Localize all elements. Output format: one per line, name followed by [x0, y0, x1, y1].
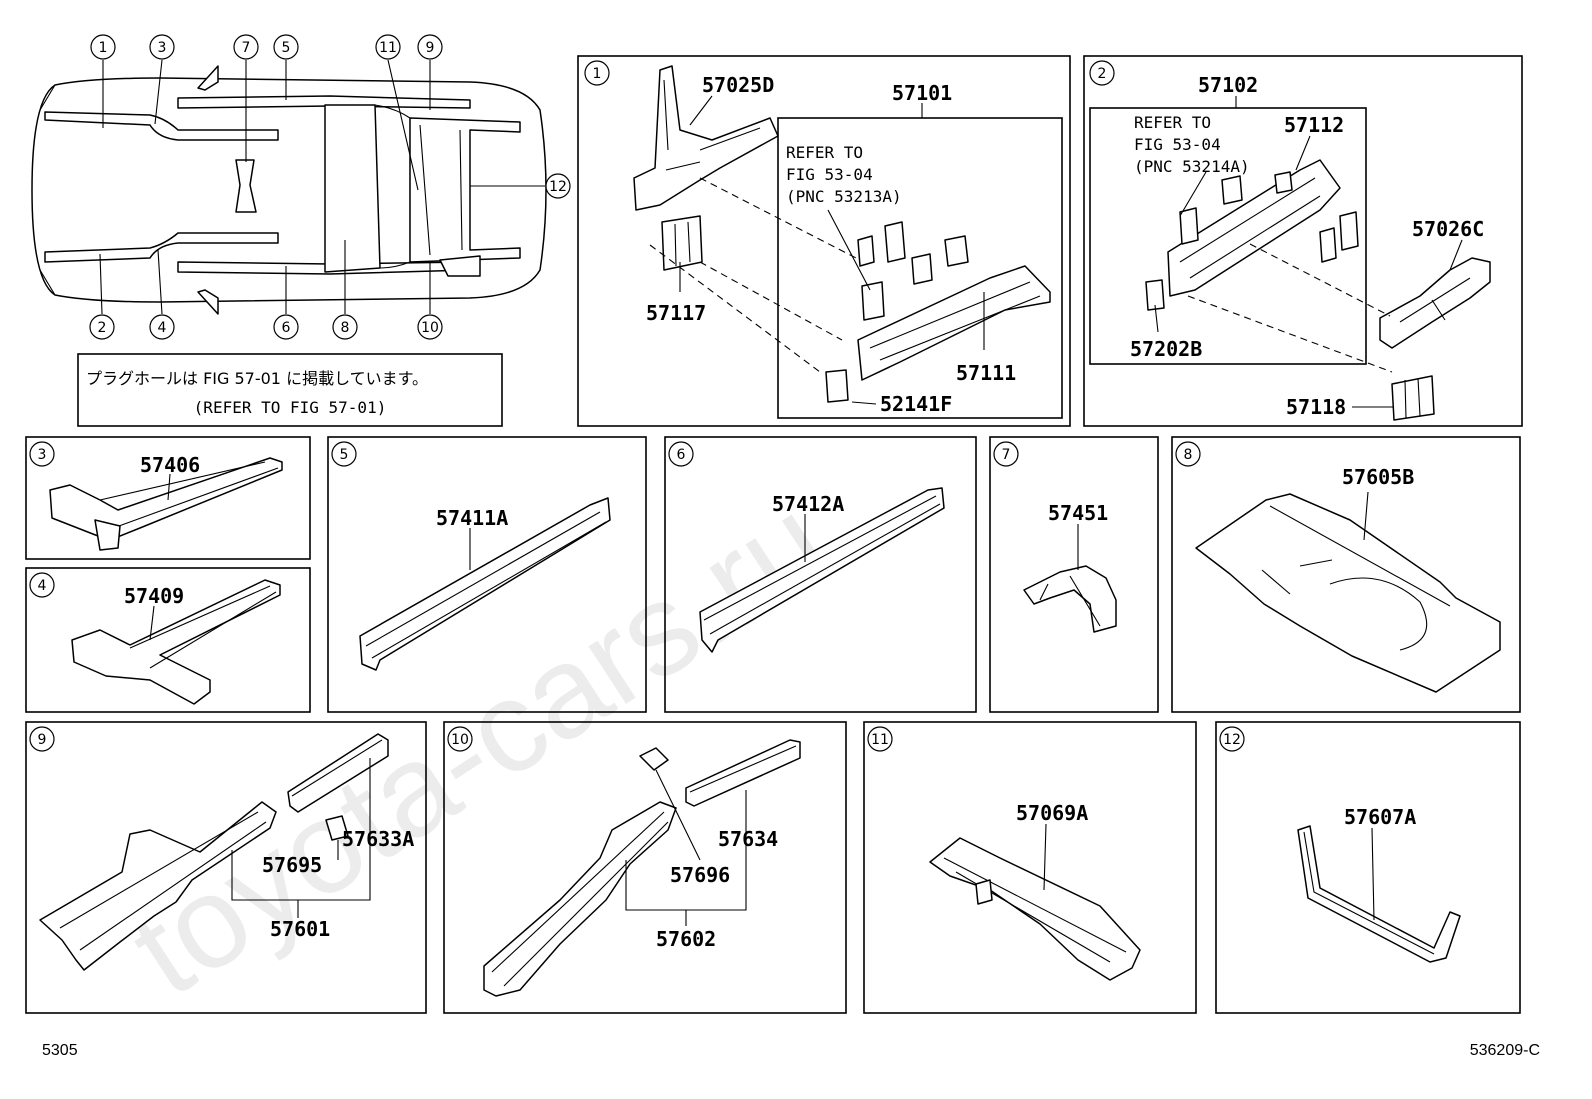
overview-callout-10: 10	[417, 314, 443, 340]
refer-note-line-2: FIG 53-04	[1134, 135, 1221, 154]
svg-text:3: 3	[158, 40, 167, 56]
overview-callout-2: 2	[89, 314, 115, 340]
overview-callout-12: 12	[545, 173, 571, 199]
overview-callout-5: 5	[273, 34, 299, 60]
svg-text:5: 5	[340, 447, 349, 463]
overview-callout-9: 9	[417, 34, 443, 60]
svg-text:6: 6	[677, 447, 686, 463]
svg-text:12: 12	[549, 179, 567, 195]
svg-text:5: 5	[282, 40, 291, 56]
panel-12: 12 57607A	[1215, 721, 1521, 1014]
part-57695: 57695	[262, 853, 322, 877]
part-57607A: 57607A	[1344, 805, 1416, 829]
part-57111: 57111	[956, 361, 1016, 385]
part-57406: 57406	[140, 453, 200, 477]
svg-text:1: 1	[99, 40, 108, 56]
svg-text:7: 7	[242, 40, 251, 56]
refer-note-line-2: FIG 53-04	[786, 165, 873, 184]
svg-text:8: 8	[1184, 447, 1193, 463]
overview-callout-3: 3	[149, 34, 175, 60]
part-57069A: 57069A	[1016, 801, 1088, 825]
plug-hole-note: プラグホールは FIG 57-01 に掲載しています。 (REFER TO FI…	[77, 353, 503, 427]
note-japanese: プラグホールは FIG 57-01 に掲載しています。	[86, 369, 428, 388]
overview-callout-11: 11	[375, 34, 401, 60]
footer-figure-code: 536209-C	[1470, 1042, 1540, 1059]
svg-text:3: 3	[38, 447, 47, 463]
vehicle-overview: 1 3 7 5 11 9 2 4 6 8 10 12	[31, 34, 571, 340]
part-57117: 57117	[646, 301, 706, 325]
panel-11: 11 57069A	[863, 721, 1197, 1014]
part-57025D: 57025D	[702, 73, 774, 97]
part-57026C: 57026C	[1412, 217, 1484, 241]
part-57601: 57601	[270, 917, 330, 941]
part-57101: 57101	[892, 81, 952, 105]
panel-10: 10 57696 57634 57602	[443, 721, 847, 1014]
part-57202B: 57202B	[1130, 337, 1202, 361]
panel-8: 8 57605B	[1171, 436, 1521, 713]
note-english: (REFER TO FIG 57-01)	[194, 398, 387, 417]
part-57634: 57634	[718, 827, 778, 851]
refer-note-line-1: REFER TO	[1134, 113, 1211, 132]
refer-note-line-1: REFER TO	[786, 143, 863, 162]
svg-text:8: 8	[341, 320, 350, 336]
panel-9: 9 57633A 57695 57601	[25, 721, 427, 1014]
svg-text:1: 1	[593, 66, 602, 82]
part-57633A: 57633A	[342, 827, 414, 851]
overview-callout-7: 7	[233, 34, 259, 60]
svg-text:4: 4	[158, 320, 167, 336]
svg-text:11: 11	[379, 40, 397, 56]
panel-7: 7 57451	[989, 436, 1159, 713]
watermark: toyota-cars.ru	[106, 468, 852, 1023]
part-57412A: 57412A	[772, 492, 844, 516]
svg-text:9: 9	[38, 732, 47, 748]
panel-5: 5 57411A	[327, 436, 647, 713]
svg-text:11: 11	[871, 732, 889, 748]
part-57451: 57451	[1048, 501, 1108, 525]
overview-callout-8: 8	[332, 314, 358, 340]
panel-3: 3 57406	[25, 436, 311, 560]
svg-text:2: 2	[1098, 66, 1107, 82]
svg-text:9: 9	[426, 40, 435, 56]
panel-4: 4 57409	[25, 567, 311, 713]
svg-text:4: 4	[38, 578, 47, 594]
part-57112: 57112	[1284, 113, 1344, 137]
refer-note-line-3: (PNC 53213A)	[786, 187, 902, 206]
part-57602: 57602	[656, 927, 716, 951]
part-57118: 57118	[1286, 395, 1346, 419]
part-57696: 57696	[670, 863, 730, 887]
overview-callout-1: 1	[90, 34, 116, 60]
part-57605B: 57605B	[1342, 465, 1414, 489]
part-57411A: 57411A	[436, 506, 508, 530]
part-57102: 57102	[1198, 73, 1258, 97]
overview-callout-4: 4	[149, 314, 175, 340]
panel-1: 1 57025D 57101 57117 57111 52141F REFER …	[577, 55, 1071, 427]
svg-text:7: 7	[1002, 447, 1011, 463]
footer-page-code: 5305	[42, 1042, 78, 1059]
refer-note-line-3: (PNC 53214A)	[1134, 157, 1250, 176]
svg-text:12: 12	[1223, 732, 1241, 748]
svg-text:10: 10	[421, 320, 439, 336]
panel-2: 2 57102 57112 57026C 57202B 57118 REFER …	[1083, 55, 1523, 427]
part-57409: 57409	[124, 584, 184, 608]
svg-text:10: 10	[451, 732, 469, 748]
panel-6: 6 57412A	[664, 436, 977, 713]
overview-callout-6: 6	[273, 314, 299, 340]
svg-text:2: 2	[98, 320, 107, 336]
svg-text:6: 6	[282, 320, 291, 336]
part-52141F: 52141F	[880, 392, 952, 416]
